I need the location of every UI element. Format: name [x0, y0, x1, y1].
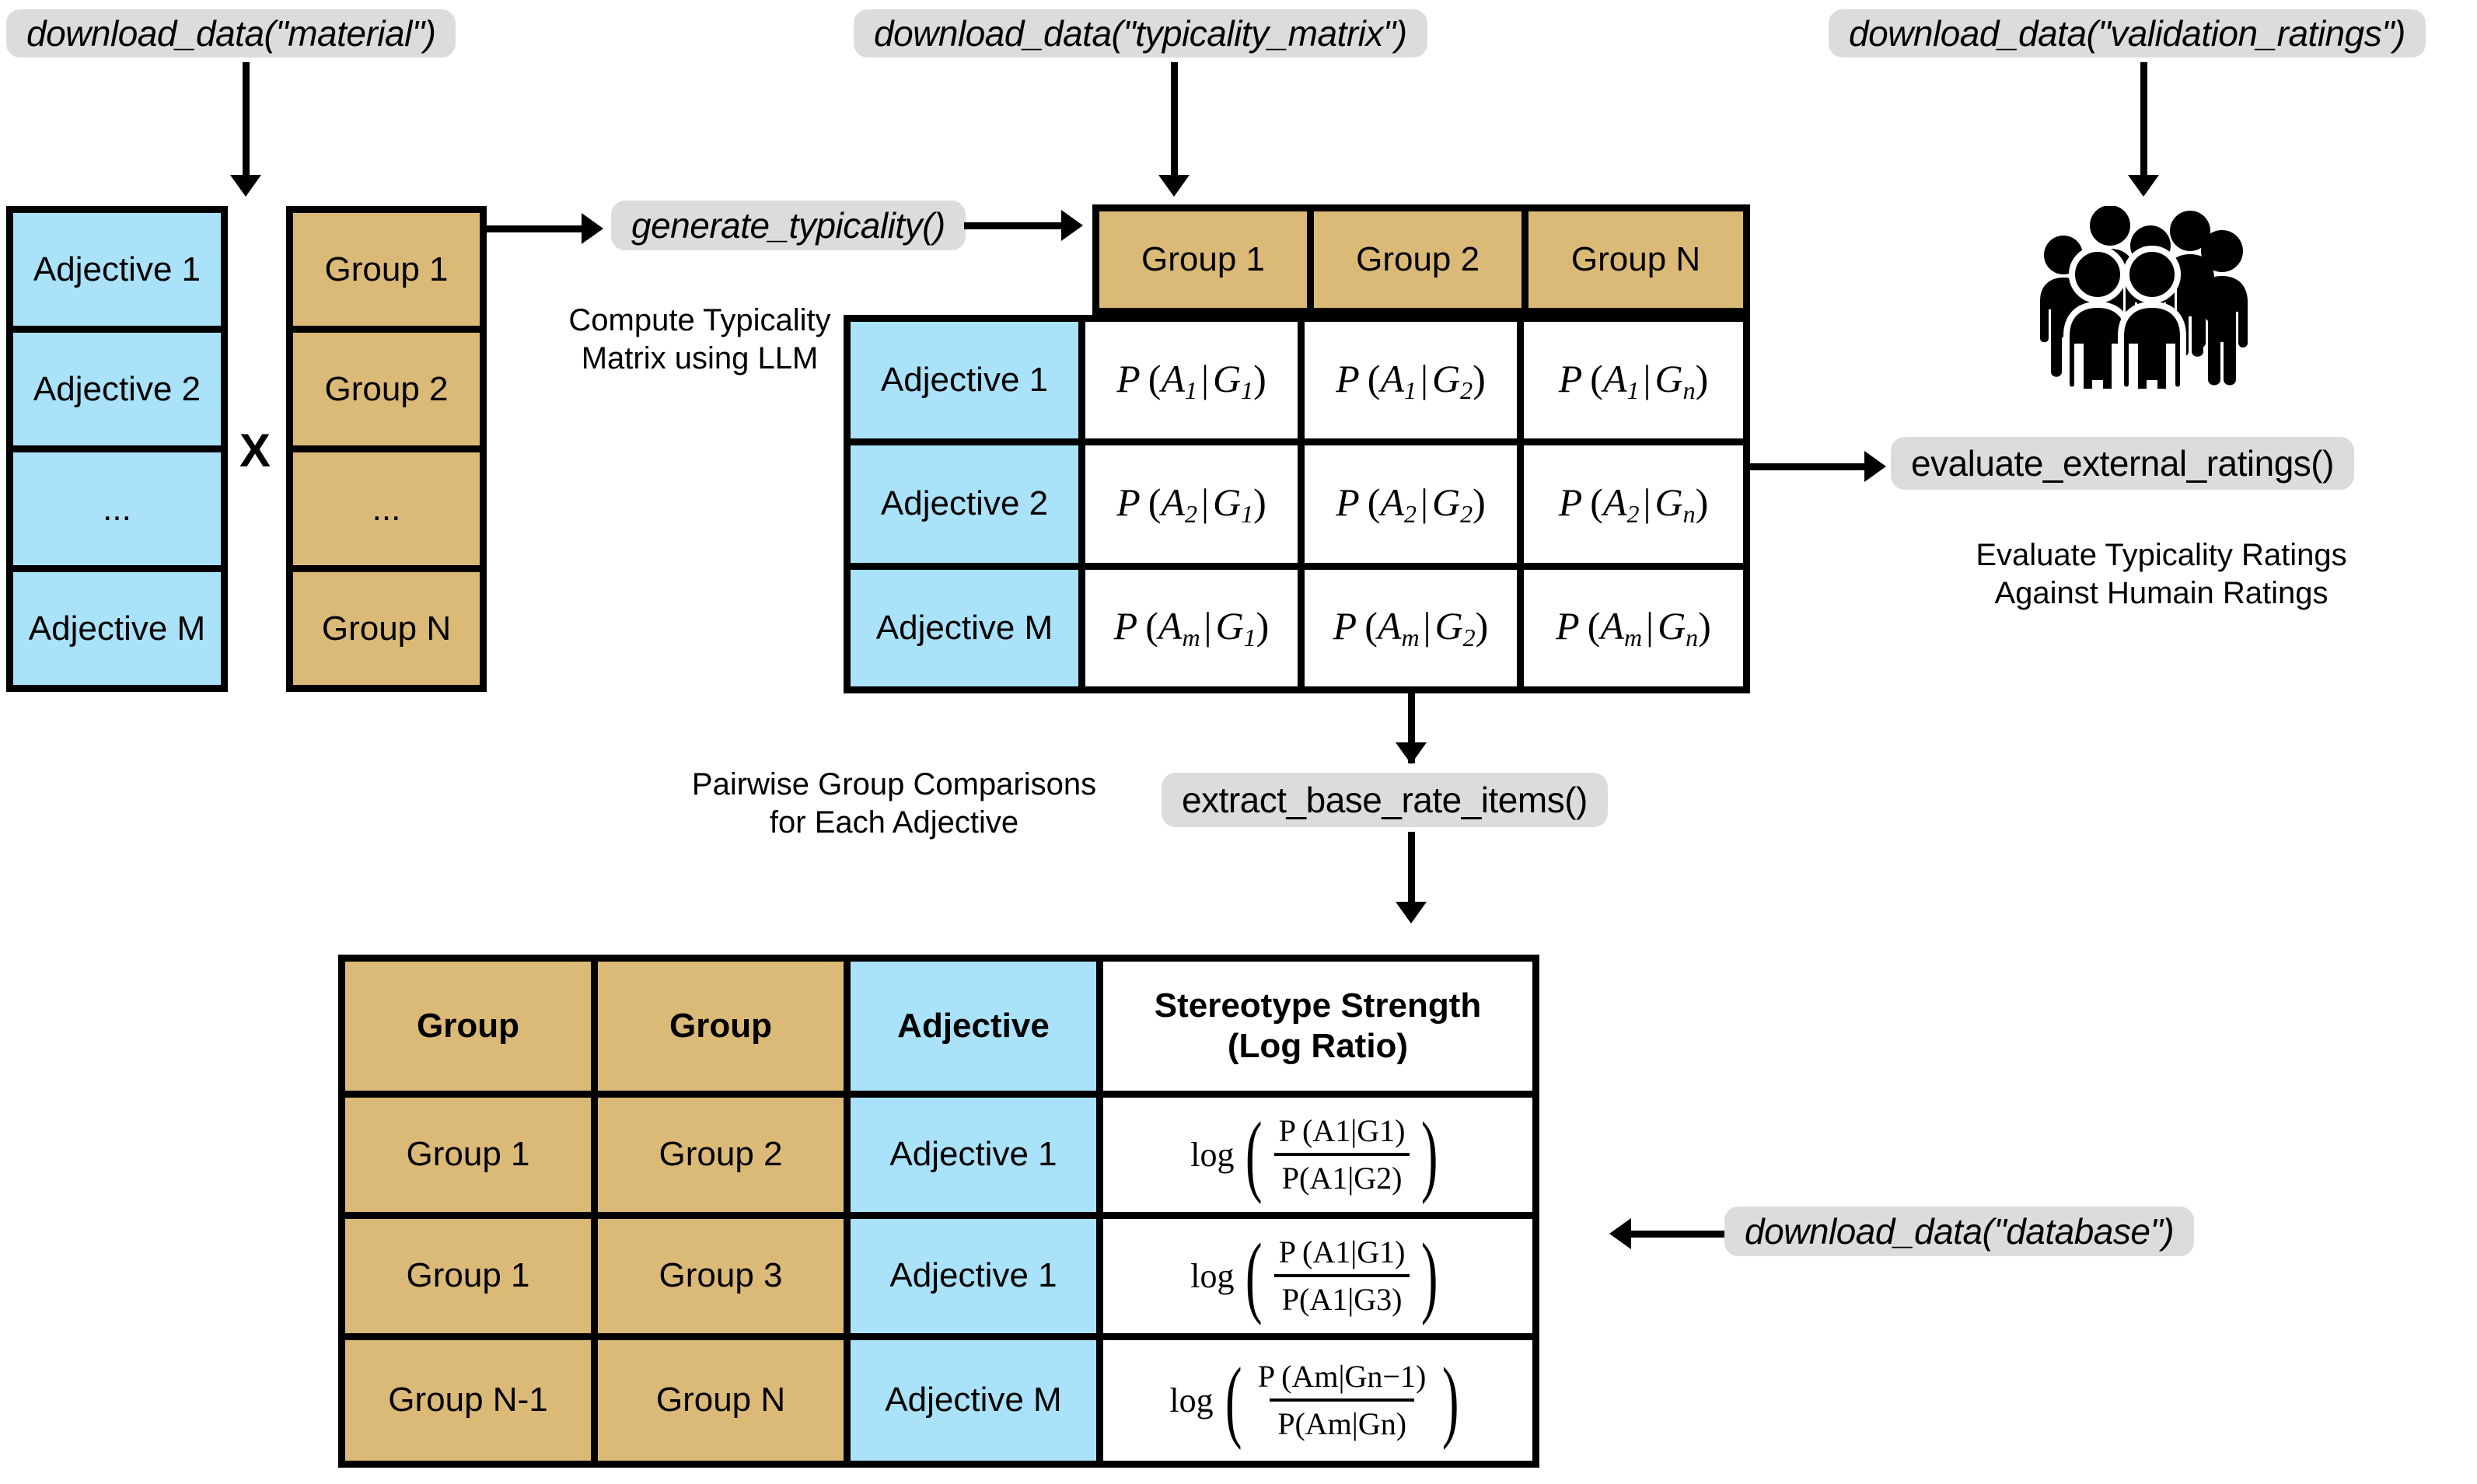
pill-download-typicality-matrix[interactable]: download_data("typicality_matrix") [854, 9, 1427, 58]
matrix-cell[interactable]: P (A1|G2) [1305, 322, 1524, 439]
matrix-cell[interactable]: P (A2|G2) [1305, 445, 1524, 563]
cell-group-b[interactable]: Group N [598, 1339, 851, 1461]
pill-download-material[interactable]: download_data("material") [6, 9, 456, 58]
caption-pairwise-comparisons: Pairwise Group Comparisons for Each Adje… [691, 767, 1097, 840]
matrix-row: Adjective 2 P (A2|G1) P (A2|G2) P (A2|Gn… [851, 445, 1743, 570]
matrix-cell[interactable]: P (Am|G1) [1085, 569, 1305, 686]
pill-download-database[interactable]: download_data("database") [1724, 1206, 2195, 1256]
adjective-cell[interactable]: Adjective M [13, 572, 221, 685]
typicality-matrix-header: Group 1 Group 2 Group N [1092, 204, 1750, 315]
matrix-row-label[interactable]: Adjective 1 [851, 322, 1085, 439]
group-cell[interactable]: Group 2 [293, 333, 480, 452]
adjective-cell[interactable]: Adjective 2 [13, 333, 221, 452]
table-header-row: Group Group Adjective Stereotype Strengt… [345, 962, 1532, 1098]
matrix-cell[interactable]: P (A2|Gn) [1524, 445, 1743, 563]
column-header-stereotype-strength[interactable]: Stereotype Strength (Log Ratio) [1103, 962, 1532, 1091]
table-row: Group 1 Group 3 Adjective 1 log ( P (A1|… [345, 1218, 1532, 1340]
matrix-row: Adjective 1 P (A1|G1) P (A1|G2) P (A1|Gn… [851, 322, 1743, 446]
pill-extract-base-rate-items[interactable]: extract_base_rate_items() [1162, 773, 1608, 827]
matrix-cell[interactable]: P (A1|G1) [1085, 322, 1305, 439]
matrix-cell[interactable]: P (A2|G1) [1085, 445, 1305, 563]
column-header-group-a[interactable]: Group [345, 962, 598, 1091]
cell-log-ratio-formula[interactable]: log ( P (Am|Gn−1) P(Am|Gn) ) [1103, 1339, 1532, 1461]
adjective-cell[interactable]: Adjective 1 [13, 213, 221, 333]
results-table: Group Group Adjective Stereotype Strengt… [338, 955, 1539, 1468]
matrix-col-header[interactable]: Group 2 [1314, 211, 1529, 308]
adjective-stack: Adjective 1 Adjective 2 ... Adjective M [6, 206, 228, 692]
cell-adjective[interactable]: Adjective 1 [851, 1098, 1103, 1212]
cross-product-symbol: X [239, 424, 271, 477]
group-cell[interactable]: Group N [293, 572, 480, 685]
cell-log-ratio-formula[interactable]: log ( P (A1|G1) P(A1|G3) ) [1103, 1218, 1532, 1333]
table-row: Group N-1 Group N Adjective M log ( P (A… [345, 1339, 1532, 1461]
caption-evaluate-ratings: Evaluate Typicality Ratings Against Huma… [1976, 538, 2347, 610]
cell-adjective[interactable]: Adjective 1 [851, 1218, 1103, 1333]
matrix-col-header[interactable]: Group N [1528, 211, 1743, 308]
cell-group-a[interactable]: Group N-1 [345, 1339, 598, 1461]
matrix-row: Adjective M P (Am|G1) P (Am|G2) P (Am|Gn… [851, 569, 1743, 686]
table-row: Group 1 Group 2 Adjective 1 log ( P (A1|… [345, 1098, 1532, 1219]
cell-adjective[interactable]: Adjective M [851, 1339, 1103, 1461]
pill-generate-typicality[interactable]: generate_typicality() [611, 201, 966, 250]
group-cell[interactable]: ... [293, 452, 480, 572]
matrix-row-label[interactable]: Adjective M [851, 569, 1085, 686]
group-cell[interactable]: Group 1 [293, 213, 480, 333]
pill-download-validation-ratings[interactable]: download_data("validation_ratings") [1829, 9, 2426, 58]
cell-log-ratio-formula[interactable]: log ( P (A1|G1) P(A1|G2) ) [1103, 1098, 1532, 1212]
matrix-col-header[interactable]: Group 1 [1099, 211, 1315, 308]
matrix-cell[interactable]: P (Am|Gn) [1524, 569, 1743, 686]
cell-group-b[interactable]: Group 3 [598, 1218, 851, 1333]
group-stack: Group 1 Group 2 ... Group N [286, 206, 487, 692]
column-header-adjective[interactable]: Adjective [851, 962, 1103, 1091]
cell-group-b[interactable]: Group 2 [598, 1098, 851, 1212]
adjective-cell[interactable]: ... [13, 452, 221, 572]
cell-group-a[interactable]: Group 1 [345, 1218, 598, 1333]
pill-evaluate-external-ratings[interactable]: evaluate_external_ratings() [1891, 437, 2354, 490]
cell-group-a[interactable]: Group 1 [345, 1098, 598, 1212]
matrix-row-label[interactable]: Adjective 2 [851, 445, 1085, 563]
caption-compute-typicality: Compute Typicality Matrix using LLM [568, 303, 831, 375]
column-header-group-b[interactable]: Group [598, 962, 851, 1091]
matrix-cell[interactable]: P (Am|G2) [1305, 569, 1524, 686]
typicality-matrix-body: Adjective 1 P (A1|G1) P (A1|G2) P (A1|Gn… [844, 315, 1750, 693]
crowd-people-icon [2029, 206, 2255, 389]
matrix-cell[interactable]: P (A1|Gn) [1524, 322, 1743, 439]
